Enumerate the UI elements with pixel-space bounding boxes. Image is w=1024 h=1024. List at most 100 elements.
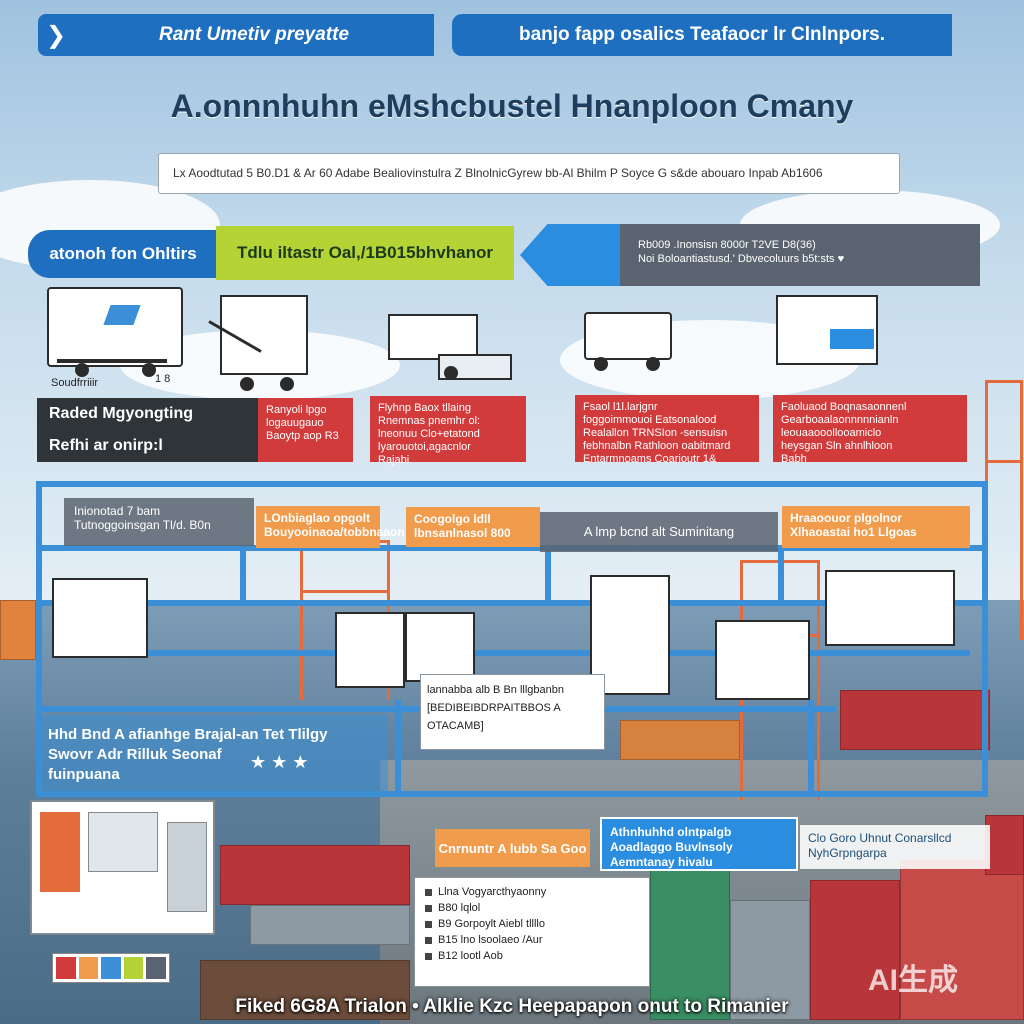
container-stack — [840, 690, 990, 750]
container-stack — [250, 905, 410, 945]
checklist-item: Llna Vogyarcthyaonny — [425, 884, 639, 900]
container-stack — [650, 870, 730, 1020]
bullet-icon — [425, 920, 432, 928]
sorting-machine-drawing — [30, 800, 215, 935]
section-info-line: Noi Boloantiastusd.' Dbvecoluurs b5t:sts… — [638, 253, 845, 265]
wheel-icon — [240, 377, 254, 391]
watermark: AI生成 — [868, 964, 958, 997]
device-illustration-4 — [584, 312, 674, 372]
drawing-line — [57, 359, 167, 363]
flow-step-grey: Inionotad 7 bam Tutnoggoinsgan Tl/d. B0n — [64, 498, 254, 546]
device-illustration-2 — [205, 295, 310, 395]
wheel-icon — [444, 366, 458, 380]
info-red-box: Faoluaod Boqnasaonnenl Gearboaalaonnnnni… — [773, 395, 967, 465]
page-title: A.onnnhuhn eMshcbustel Hnanploon Cmany — [170, 88, 854, 124]
flow-connector — [36, 545, 988, 551]
info-dark-line: Refhi ar onirp:l — [49, 437, 163, 454]
terminal-drawing — [776, 295, 878, 365]
device-illustration-1: Soudfrriiir 1 8 — [47, 287, 183, 389]
bullet-icon — [425, 936, 432, 944]
checklist-item: B80 lqlol — [425, 900, 639, 916]
container-stack — [985, 815, 1024, 875]
wheel-icon — [75, 363, 89, 377]
search-input[interactable]: Lx Aoodtutad 5 B0.D1 & Ar 60 Adabe Beali… — [158, 153, 900, 194]
swatch — [146, 957, 166, 979]
forklift-drawing — [52, 578, 148, 658]
flow-connector — [240, 550, 246, 605]
scanner-drawing — [405, 612, 475, 682]
chevron-right-icon[interactable]: ❯ — [45, 21, 67, 49]
container-stack — [810, 880, 900, 1020]
section-tab-left-label: atonoh fon Ohltirs — [49, 244, 197, 263]
flow-connector — [36, 600, 988, 606]
top-left-banner-label: Rant Umetiv preyatte — [158, 24, 350, 45]
bottom-step-orange-label: Cnrnuntr A lubb Sa Goo — [438, 840, 587, 856]
container-stack — [730, 900, 810, 1020]
flow-connector — [545, 550, 551, 605]
bottom-step-white: Clo Goro Uhnut Conarsllcd NyhGrpngarpa — [800, 825, 990, 869]
checklist-item-label: Llna Vogyarcthyaonny — [438, 886, 547, 898]
terminal-drawing — [715, 620, 810, 700]
machine-panel — [88, 812, 158, 872]
wheel-icon — [142, 363, 156, 377]
arrow-left-icon — [520, 224, 630, 286]
flow-step-orange: Hraaoouor plgolnor Xlhaoastai ho1 Llgoas — [782, 506, 970, 548]
flow-connector — [808, 700, 814, 797]
process-flow-frame — [36, 481, 988, 797]
crane — [985, 380, 1023, 640]
scanner-drawing — [335, 612, 405, 688]
flow-step-orange: LOnbiaglao opgolt Bouyooinaoa/tobbnaaon — [256, 506, 405, 548]
device-caption-number: 1 8 — [155, 373, 171, 385]
wheel-icon — [646, 357, 660, 371]
checklist-item-label: B12 lootl Aob — [438, 950, 503, 962]
bullet-icon — [425, 952, 432, 960]
container-stack — [620, 720, 740, 760]
rating-stars: ★ ★ ★ — [250, 752, 309, 772]
info-dark-box: Raded Mgyongting Refhi ar onirp:l — [37, 398, 258, 462]
section-tab-green[interactable]: Tdlu iltastr Oal,/1B015bhvhanor — [216, 226, 514, 280]
screen-icon — [830, 329, 874, 349]
section-tab-left[interactable]: atonoh fon Ohltirs — [28, 230, 218, 278]
flow-step-grey: A lmp bcnd alt Suminitang — [540, 512, 778, 552]
flow-connector — [778, 550, 784, 605]
wheel-icon — [594, 357, 608, 371]
wheel-icon — [280, 377, 294, 391]
swatch — [101, 957, 121, 979]
container-stack — [220, 845, 410, 905]
flow-description-panel: Hhd Bnd A afianhge Brajal-an Tet Tlilgy … — [36, 715, 388, 797]
checklist-item: B9 Gorpoylt Aiebl tllllo — [425, 916, 639, 932]
top-right-banner-label: banjo fapp osalics Teafaocr lr Clnlnpors… — [518, 24, 885, 45]
flow-step-orange: Coogolgo ldll lbnsanlnasol 800 — [406, 507, 540, 547]
checklist-item-label: B15 lno lsoolaeo /Aur — [438, 934, 543, 946]
info-red-box: Flyhnp Baox tllaing Rnemnas pnemhr ol: l… — [370, 396, 526, 466]
device-illustration-5 — [776, 295, 880, 370]
info-red-box: Ranyoli lpgo logauugauo Baoytp aop R3 — [258, 398, 353, 462]
swatch — [78, 957, 99, 979]
checklist-item: B15 lno lsoolaeo /Aur — [425, 932, 639, 948]
section-info-dark: Rb009 .Inonsisn 8000r T2VE D8(36) Noi Bo… — [520, 224, 980, 286]
flow-description-line: Swovr Adr Rilluk Seonaf — [48, 746, 222, 763]
bottom-step-orange: Cnrnuntr A lubb Sa Goo — [435, 829, 590, 867]
drawing-frame — [47, 287, 183, 367]
top-left-banner[interactable]: ❯ Rant Umetiv preyatte — [38, 14, 434, 56]
checklist-card: Llna Vogyarcthyaonny B80 lqlol B9 Gorpoy… — [414, 877, 650, 987]
color-swatch-strip — [52, 953, 170, 983]
document-card: lannabba alb B Bn lllgbanbn [BEDIBEIBDRP… — [420, 674, 605, 750]
swatch — [56, 957, 76, 979]
flow-description-line: Hhd Bnd A afianhge Brajal-an Tet Tlilgy — [48, 726, 328, 743]
bullet-icon — [425, 888, 432, 896]
bullet-icon — [425, 904, 432, 912]
machine-panel — [40, 812, 80, 892]
scanner-drawing — [388, 314, 478, 360]
device-caption: Soudfrriiir — [51, 377, 99, 389]
top-right-banner[interactable]: banjo fapp osalics Teafaocr lr Clnlnpors… — [452, 14, 952, 56]
flow-connector — [140, 650, 970, 656]
flow-description-line: fuinpuana — [48, 766, 120, 783]
section-info-dark-text: Rb009 .Inonsisn 8000r T2VE D8(36) Noi Bo… — [620, 224, 980, 286]
swatch — [123, 957, 144, 979]
section-tab-green-label: Tdlu iltastr Oal,/1B015bhvhanor — [236, 243, 493, 262]
info-dark-line: Raded Mgyongting — [49, 405, 193, 422]
section-info-line: Rb009 .Inonsisn 8000r T2VE D8(36) — [638, 239, 816, 251]
truck-drawing — [584, 312, 672, 360]
info-red-box: Fsaol l1l.larjgnr foggoimmouoi Eatsonalo… — [575, 395, 759, 465]
